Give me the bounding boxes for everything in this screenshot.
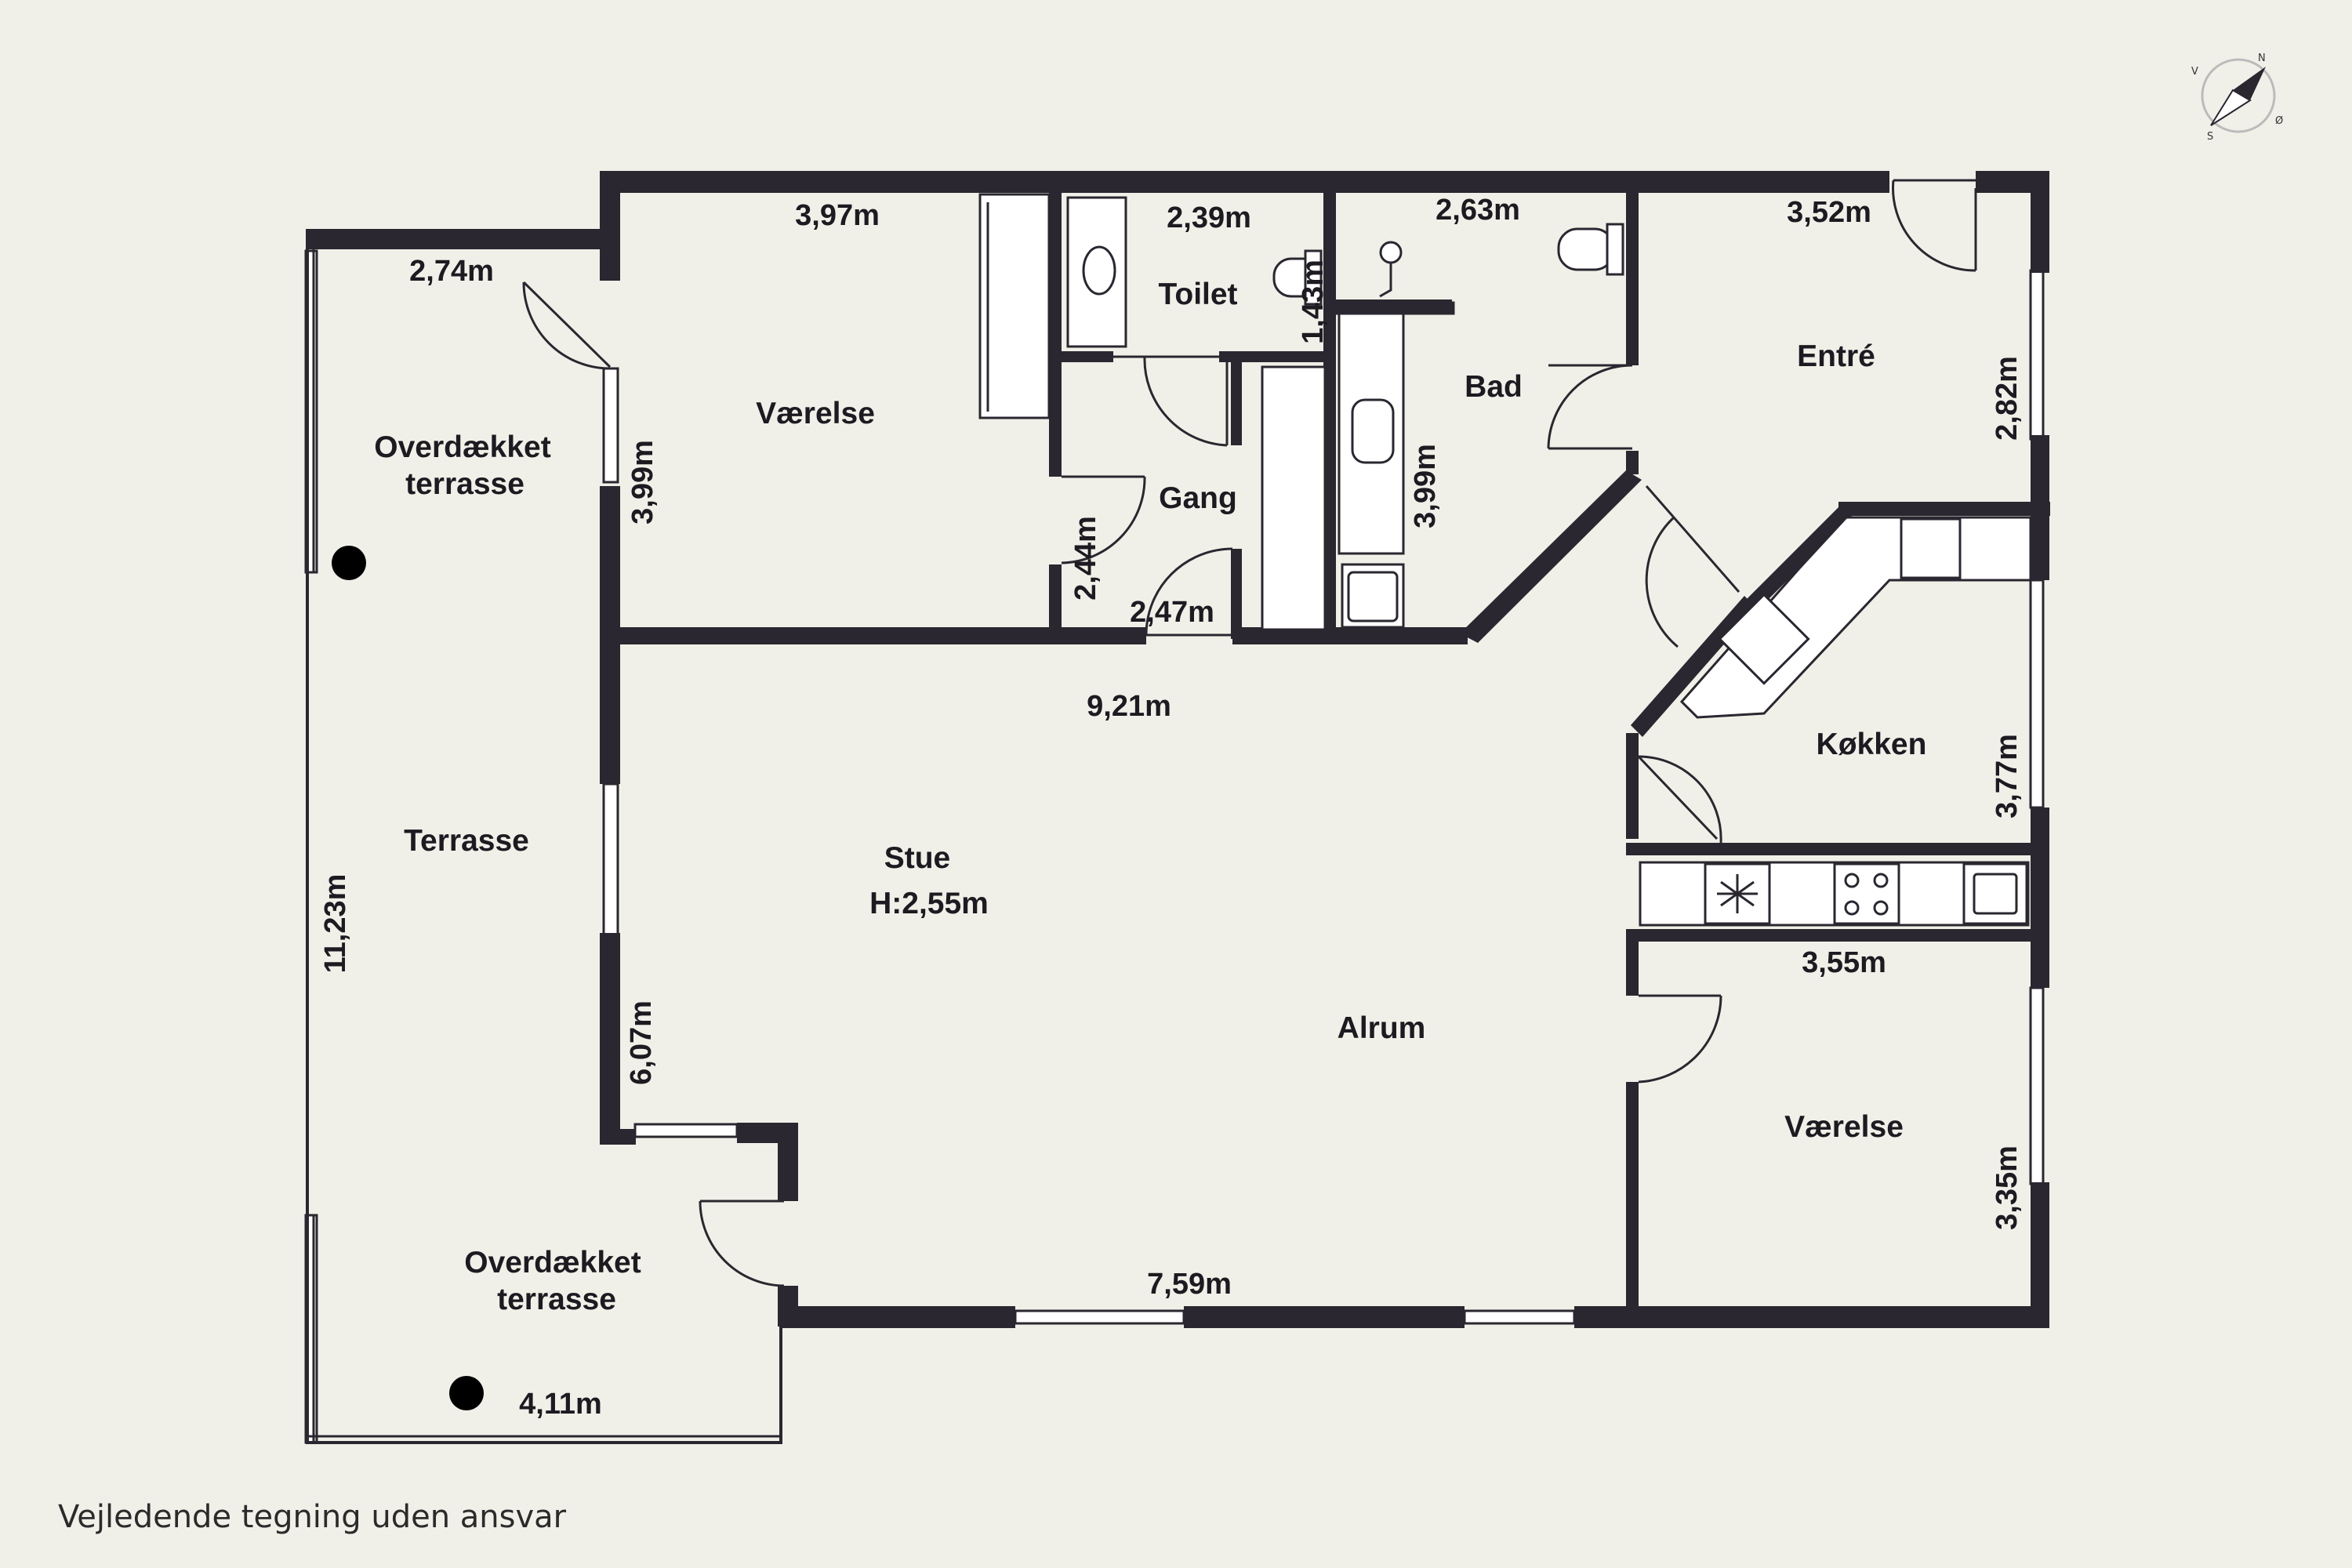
terrace-outline	[306, 249, 782, 1444]
terrace-post-top	[332, 546, 366, 580]
dim-1-43: 1,43m	[1297, 260, 1330, 344]
dimension-labels: 2,74m 3,97m 2,39m 2,63m 3,52m 2,47m 9,21…	[319, 194, 2024, 1421]
compass-needle-icon	[2233, 67, 2266, 100]
terrace-posts	[332, 546, 484, 1410]
shower-head	[1379, 241, 1403, 264]
room-overdaekket-bottom-line2: terrasse	[497, 1283, 616, 1316]
walls	[306, 171, 2050, 1328]
dim-3-99-bad: 3,99m	[1409, 444, 1442, 528]
stove	[1833, 862, 1900, 925]
dim-6-07: 6,07m	[625, 1000, 658, 1085]
dim-2-63: 2,63m	[1436, 194, 1520, 227]
compass-e: Ø	[2275, 115, 2283, 127]
dim-11-23: 11,23m	[319, 874, 352, 974]
dim-3-55: 3,55m	[1802, 946, 1886, 979]
dim-2-82: 2,82m	[1991, 356, 2024, 441]
room-stue-height: H:2,55m	[869, 887, 989, 920]
gang-cabinet	[1261, 365, 1327, 631]
room-koekken: Køkken	[1817, 728, 1927, 761]
dim-2-47: 2,47m	[1130, 596, 1214, 629]
bad-toilet	[1557, 227, 1615, 271]
room-toilet: Toilet	[1158, 278, 1237, 311]
room-vaerelse-bottom: Værelse	[1784, 1110, 1904, 1144]
dim-2-39: 2,39m	[1167, 201, 1251, 234]
room-alrum: Alrum	[1338, 1011, 1426, 1045]
room-gang: Gang	[1159, 481, 1237, 515]
disclaimer: Vejledende tegning uden ansvar	[58, 1499, 567, 1535]
wardrobe	[978, 193, 1051, 419]
compass-ring	[2201, 58, 2276, 133]
room-terrasse: Terrasse	[404, 824, 529, 858]
room-entre: Entré	[1797, 339, 1875, 373]
compass-w: V	[2191, 66, 2198, 78]
dim-2-44: 2,44m	[1069, 516, 1102, 601]
toilet-sink	[1066, 196, 1127, 348]
fixtures	[978, 193, 2032, 927]
dim-3-97: 3,97m	[795, 199, 880, 232]
dim-2-74: 2,74m	[409, 255, 494, 288]
compass-n: N	[2258, 53, 2266, 64]
room-stue-line1: Stue	[884, 841, 951, 875]
dim-3-99-left: 3,99m	[626, 440, 659, 524]
room-overdaekket-top-line2: terrasse	[405, 467, 524, 501]
shower-bar	[1334, 301, 1455, 315]
doors	[522, 179, 1977, 1287]
dim-9-21: 9,21m	[1087, 690, 1171, 723]
room-overdaekket-bottom-line1: Overdækket	[464, 1246, 641, 1279]
room-labels: Værelse Toilet Bad Entré Gang Overdækket…	[374, 278, 1926, 1316]
dim-3-35: 3,35m	[1991, 1145, 2024, 1230]
dim-4-11: 4,11m	[519, 1388, 602, 1421]
room-bad: Bad	[1465, 370, 1523, 404]
bathroom-sink	[1351, 398, 1395, 464]
dim-3-52: 3,52m	[1787, 196, 1871, 229]
room-overdaekket-top-line1: Overdækket	[374, 430, 550, 464]
dim-3-77: 3,77m	[1991, 734, 2024, 818]
compass-s: S	[2207, 131, 2213, 143]
terrace-post-bottom	[449, 1376, 484, 1410]
compass: N Ø S V	[2191, 53, 2283, 143]
dim-7-59: 7,59m	[1147, 1268, 1232, 1301]
room-vaerelse-top: Værelse	[756, 397, 875, 430]
